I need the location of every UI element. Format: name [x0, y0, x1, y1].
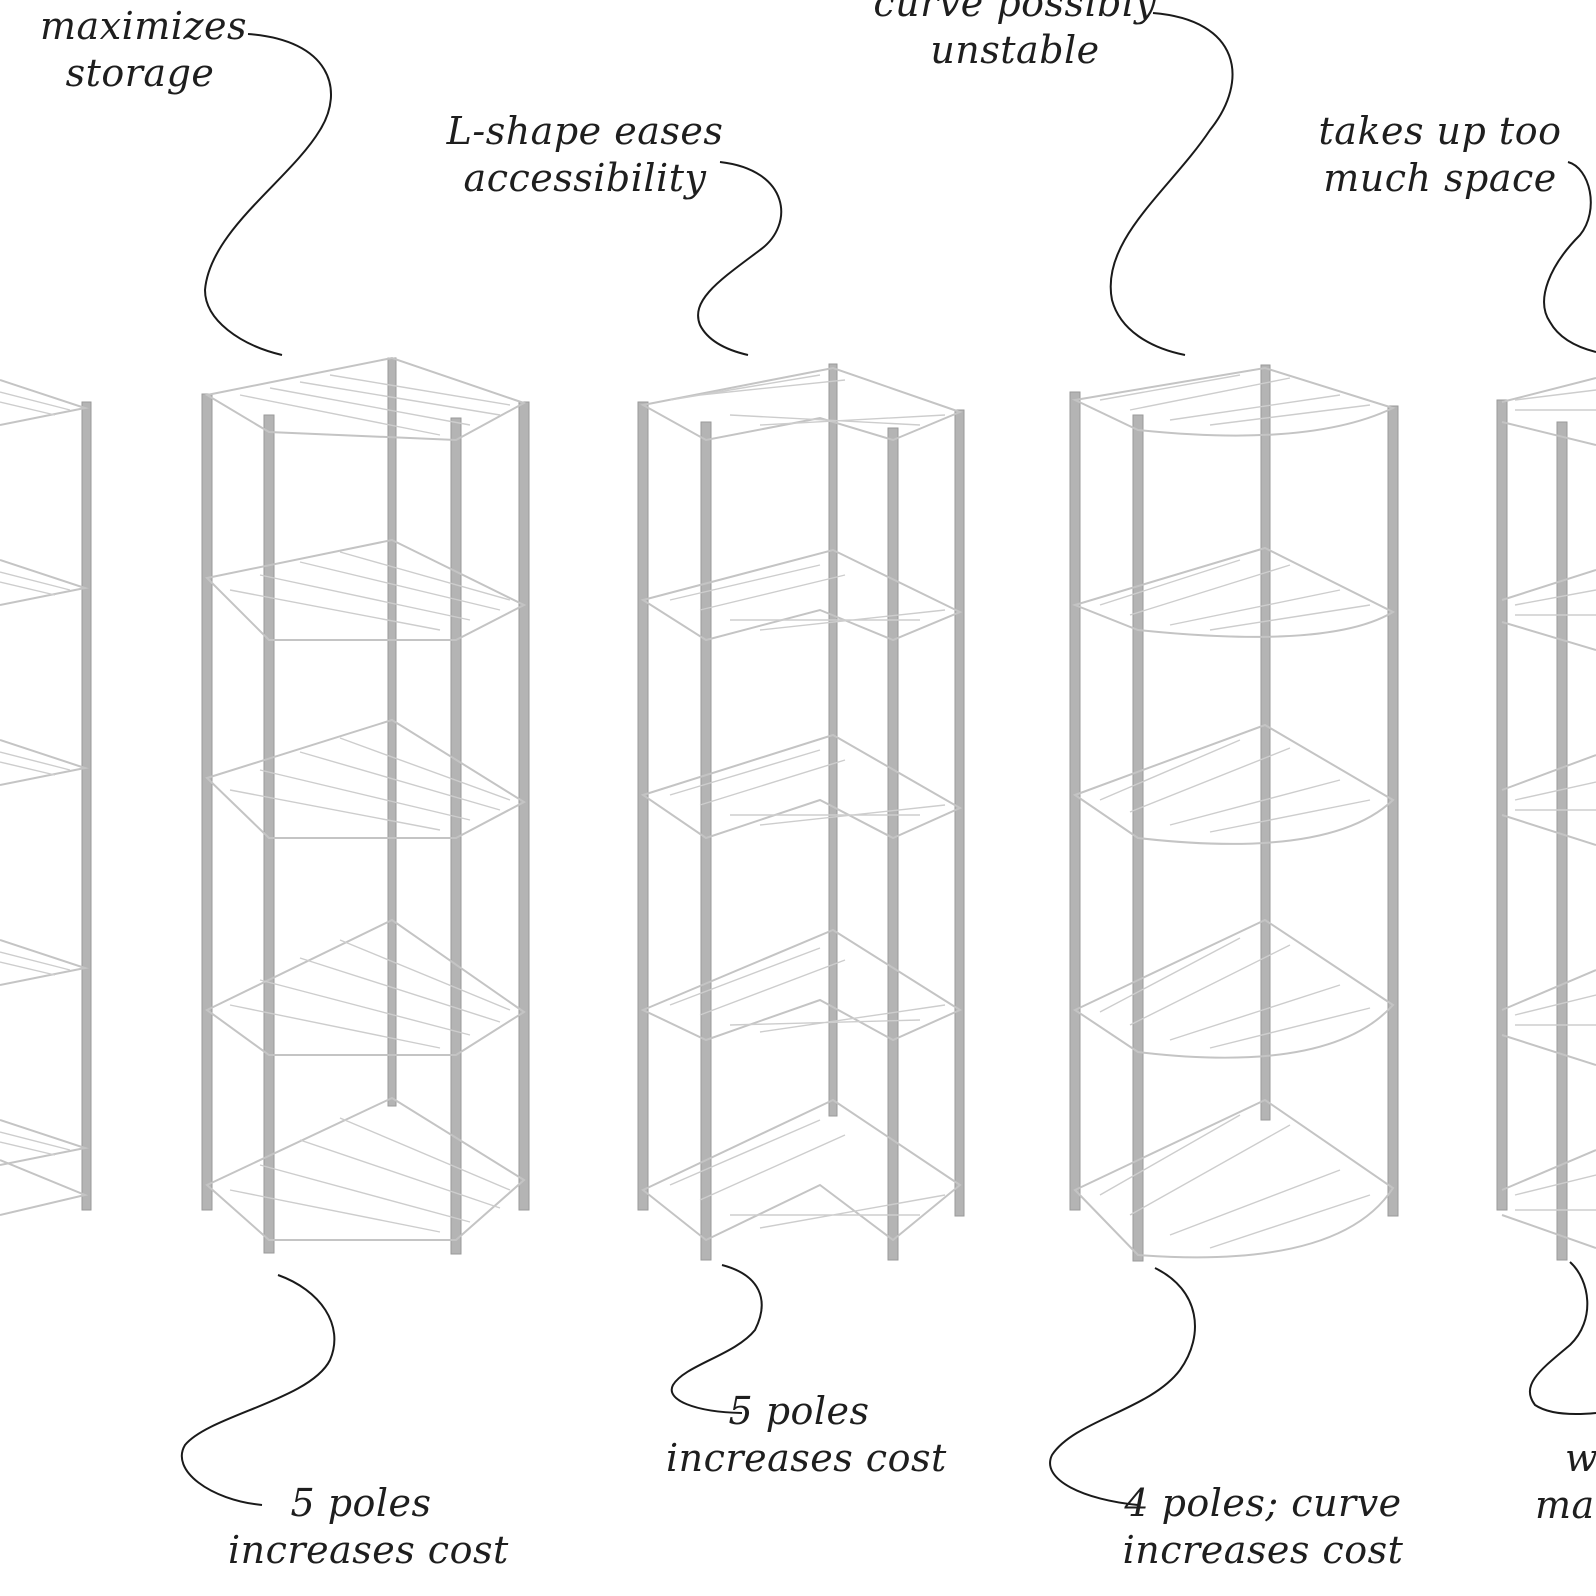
shelf-tiers	[1501, 377, 1596, 1249]
shelf-l-shape	[637, 363, 965, 1261]
annotation-line: curve possibly	[873, 0, 1157, 25]
pole	[887, 427, 899, 1261]
leader-bottom-lshape	[670, 1264, 763, 1414]
annotation-bottom-right-partial: w ma	[1535, 1435, 1596, 1529]
annotation-line: L-shape eases	[446, 109, 724, 153]
pole	[828, 363, 838, 1117]
annotation-top-lshape: L-shape eases accessibility	[440, 108, 730, 202]
annotation-line: ma	[1535, 1483, 1595, 1527]
pole	[954, 409, 965, 1217]
annotation-bottom-lshape: 5 poles increases cost	[666, 1388, 947, 1482]
annotation-top-right: takes up too much space	[1300, 108, 1580, 202]
shelf-partial-left	[0, 379, 92, 1216]
pole	[1387, 405, 1399, 1217]
annotation-line: increases cost	[228, 1528, 509, 1572]
annotation-line: w	[1565, 1436, 1596, 1480]
shelf-tiers	[1071, 366, 1396, 1259]
annotation-line: accessibility	[463, 156, 707, 200]
leader-top-right	[1543, 161, 1596, 353]
pole	[700, 421, 712, 1261]
pole	[1069, 391, 1081, 1211]
annotation-top-left: maximizes storage	[40, 3, 247, 97]
shelf-curved	[1069, 364, 1399, 1262]
annotation-line: unstable	[930, 28, 1100, 72]
leader-bottom-pentagon	[180, 1274, 336, 1506]
annotation-bottom-curve: 4 poles; curve increases cost	[1118, 1480, 1408, 1574]
wire-grid	[669, 374, 946, 1229]
leader-bottom-curve	[1049, 1267, 1196, 1506]
pole	[387, 357, 397, 1107]
shelf-partial-right	[1496, 377, 1596, 1261]
leader-top-lshape	[697, 161, 783, 356]
shelf-tiers	[640, 366, 963, 1242]
wire-grid	[1514, 389, 1596, 1211]
leader-top-left	[203, 33, 332, 356]
leader-top-curve	[1109, 12, 1234, 356]
annotation-bottom-pentagon: 5 poles increases cost	[228, 1480, 509, 1574]
annotation-line: maximizes	[40, 4, 247, 48]
wire-grid	[1099, 374, 1371, 1249]
annotation-line: takes up too	[1318, 109, 1562, 153]
shelf-pentagon	[201, 356, 530, 1255]
pole	[518, 401, 530, 1211]
pole	[1556, 421, 1568, 1261]
pole	[1496, 399, 1508, 1211]
wire-grid	[229, 374, 511, 1233]
annotation-line: 5 poles	[728, 1389, 870, 1433]
annotation-line: much space	[1323, 156, 1557, 200]
annotation-line: 4 poles; curve	[1124, 1481, 1402, 1525]
annotation-line: 5 poles	[290, 1481, 432, 1525]
annotation-line: increases cost	[1122, 1528, 1404, 1572]
pole	[637, 401, 649, 1211]
shelf-tiers	[204, 356, 527, 1241]
shelf-tier	[0, 379, 89, 1216]
annotation-line: increases cost	[666, 1436, 947, 1480]
pole	[201, 393, 213, 1211]
leader-bottom-right	[1529, 1261, 1596, 1416]
pole	[1260, 364, 1271, 1121]
wire-grid	[0, 391, 71, 1156]
annotation-top-curve: curve possibly unstable	[870, 0, 1160, 74]
pole	[81, 401, 92, 1211]
annotation-line: storage	[65, 51, 215, 95]
